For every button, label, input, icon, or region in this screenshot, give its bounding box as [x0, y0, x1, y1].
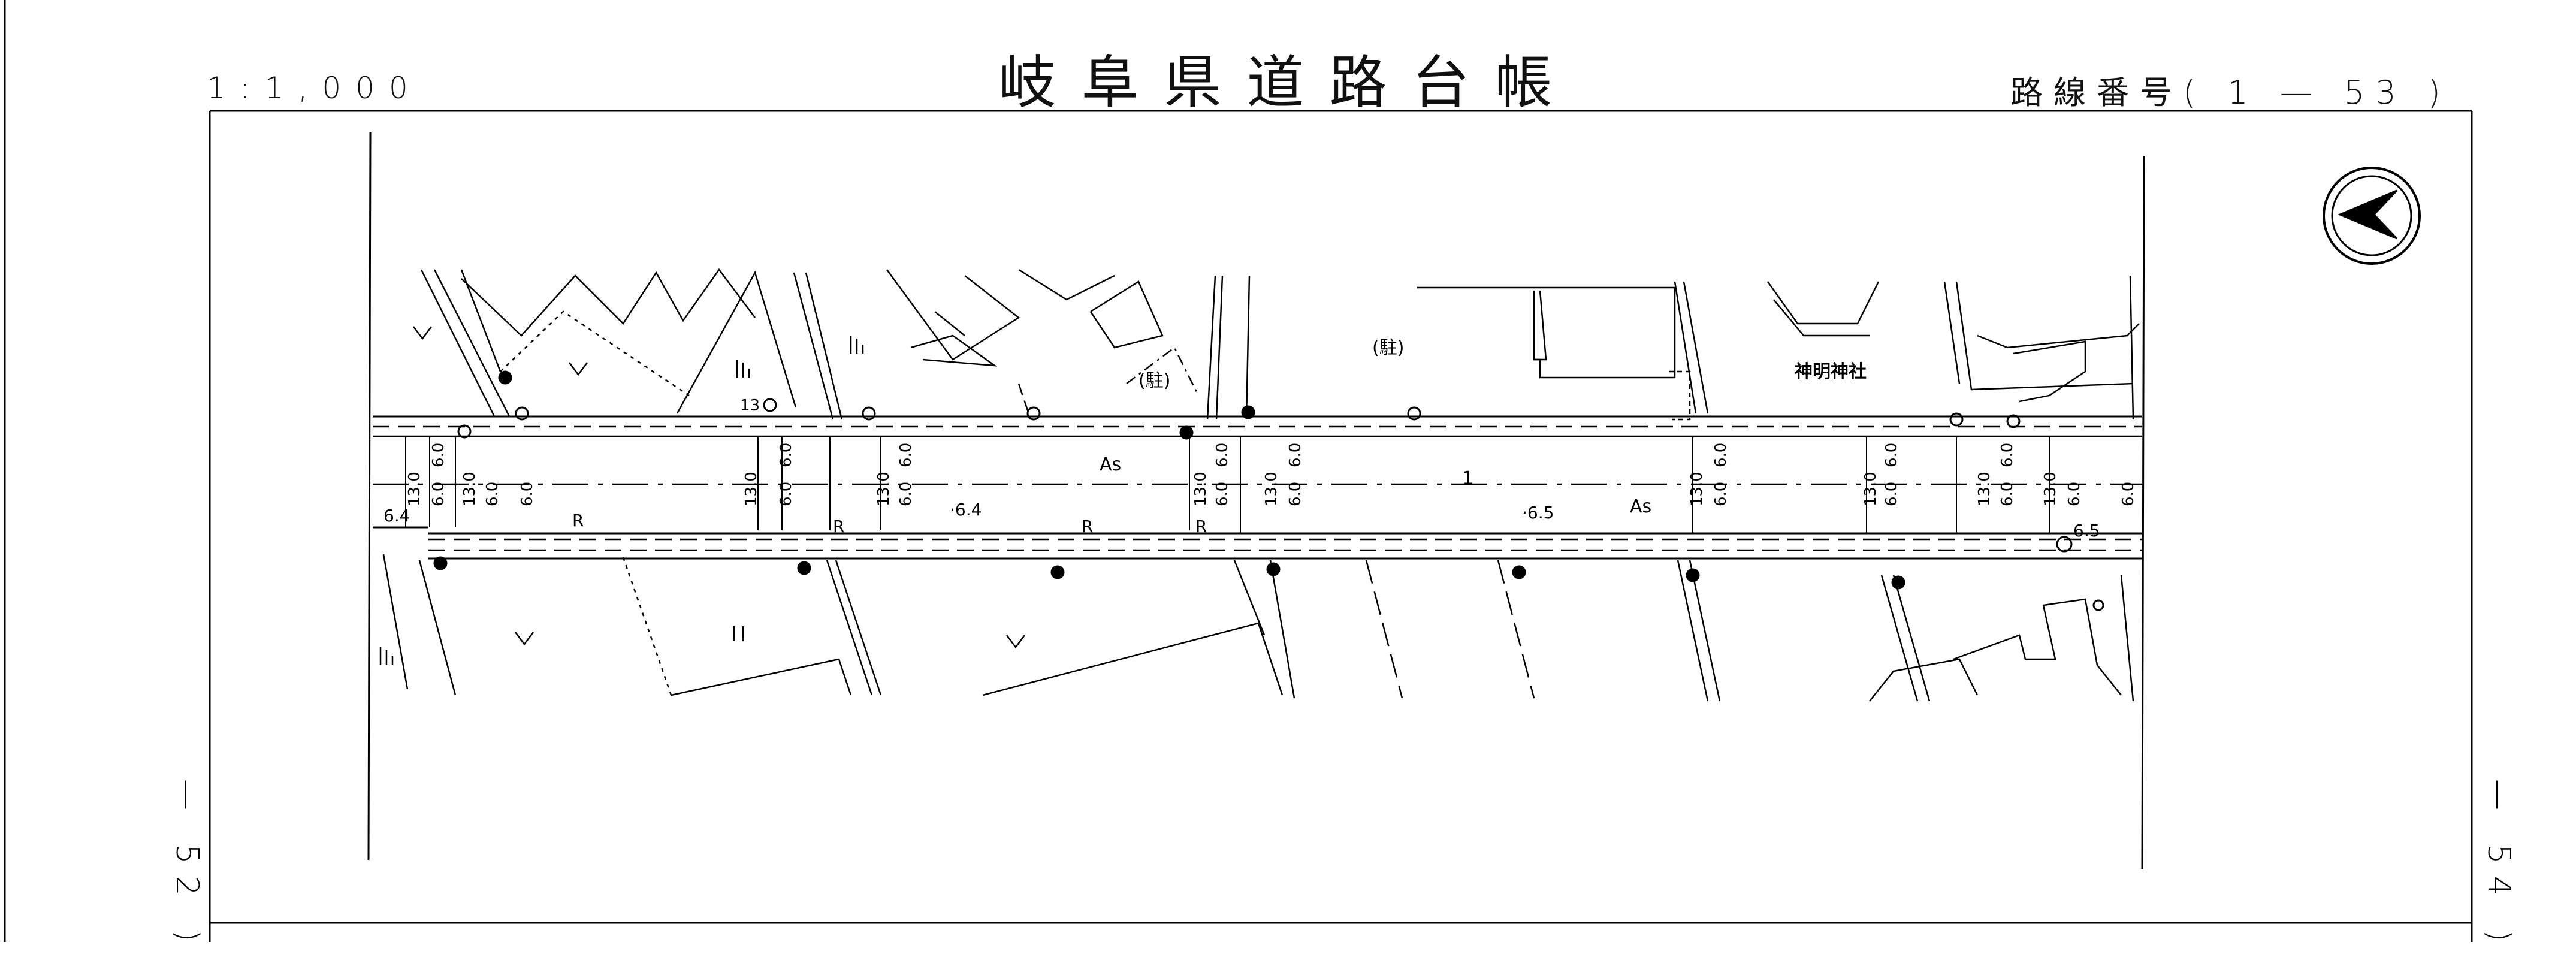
dimension-value: 6.0 [1883, 482, 1901, 506]
r-label: R [572, 511, 584, 530]
dimension-value: 6.0 [430, 443, 448, 467]
route-number: 路線番号( 1 — 53 ) [2010, 74, 2451, 111]
dimension-value: 13.0 [1688, 472, 1706, 506]
dimension-value: 6.0 [1712, 443, 1730, 467]
dimension-value: 6.0 [777, 482, 795, 506]
edge-label: 13 [740, 397, 760, 415]
dimension-value: 13.0 [1976, 472, 1994, 506]
dimension-value: 6.0 [1213, 482, 1231, 506]
pavement-label: As [1630, 496, 1651, 517]
pavement-label: As [1100, 454, 1121, 475]
parcels [382, 268, 2140, 702]
dimension-value: 6.0 [1998, 443, 2016, 467]
dimension-value: 6.0 [1213, 443, 1231, 467]
r-label: R [1195, 517, 1207, 536]
dimension-value: 13.0 [1862, 472, 1880, 506]
dimension-value: 6.0 [1883, 443, 1901, 467]
dimension-value: 6.0 [777, 443, 795, 467]
dimension-value: 6.0 [897, 482, 915, 506]
dimension-value: 6.0 [484, 482, 502, 506]
dimension-value: 6.0 [518, 482, 536, 506]
road-corridor [373, 415, 2142, 560]
dimension-value: 6.0 [2065, 482, 2083, 506]
dimension-value: 6.0 [1287, 482, 1304, 506]
previous-sheet-ref: — 52 ) [169, 779, 205, 954]
dimension-value: 6.0 [1998, 482, 2016, 506]
dimension-value: 13.0 [742, 472, 760, 506]
dimension-value: 13.0 [406, 472, 424, 506]
route-label: 1 [1462, 468, 1473, 489]
dimension-value: 6.0 [897, 443, 915, 467]
dimension-value: 6.0 [1712, 482, 1730, 506]
parking-label: (駐) [1138, 370, 1170, 391]
sheet-title: 岐阜県道路台帳 [998, 49, 1578, 116]
dimension-value: 13.0 [2042, 472, 2059, 506]
map-text: (駐) (駐) 神明神社 As As 1 R R R R 6.4 ·6.4 ·6… [383, 337, 2137, 541]
parking-label: (駐) [1372, 337, 1404, 358]
north-arrow-icon [2323, 167, 2421, 265]
width-label: 6.5 [2073, 521, 2100, 541]
dimension-value: 13.0 [1192, 472, 1210, 506]
shrine-label: 神明神社 [1795, 361, 1867, 382]
width-label: ·6.5 [1522, 503, 1554, 523]
width-label: 6.4 [383, 506, 410, 526]
road-markers [433, 370, 2104, 611]
r-label: R [1082, 517, 1093, 536]
dimension-value: 13.0 [1263, 472, 1281, 506]
map-scale: 1:1,000 [207, 71, 422, 105]
dimension-value: 6.0 [1287, 443, 1304, 467]
width-label: ·6.4 [950, 500, 982, 520]
dimension-value: 6.0 [430, 482, 448, 506]
dimension-value: 13.0 [461, 472, 479, 506]
dimension-value: 6.0 [2119, 482, 2137, 506]
dimension-lines [405, 437, 2050, 533]
r-label: R [833, 517, 844, 536]
vegetation-icon [379, 326, 1025, 665]
sheet-frame [4, 0, 2473, 942]
dimension-value: 13.0 [875, 472, 893, 506]
